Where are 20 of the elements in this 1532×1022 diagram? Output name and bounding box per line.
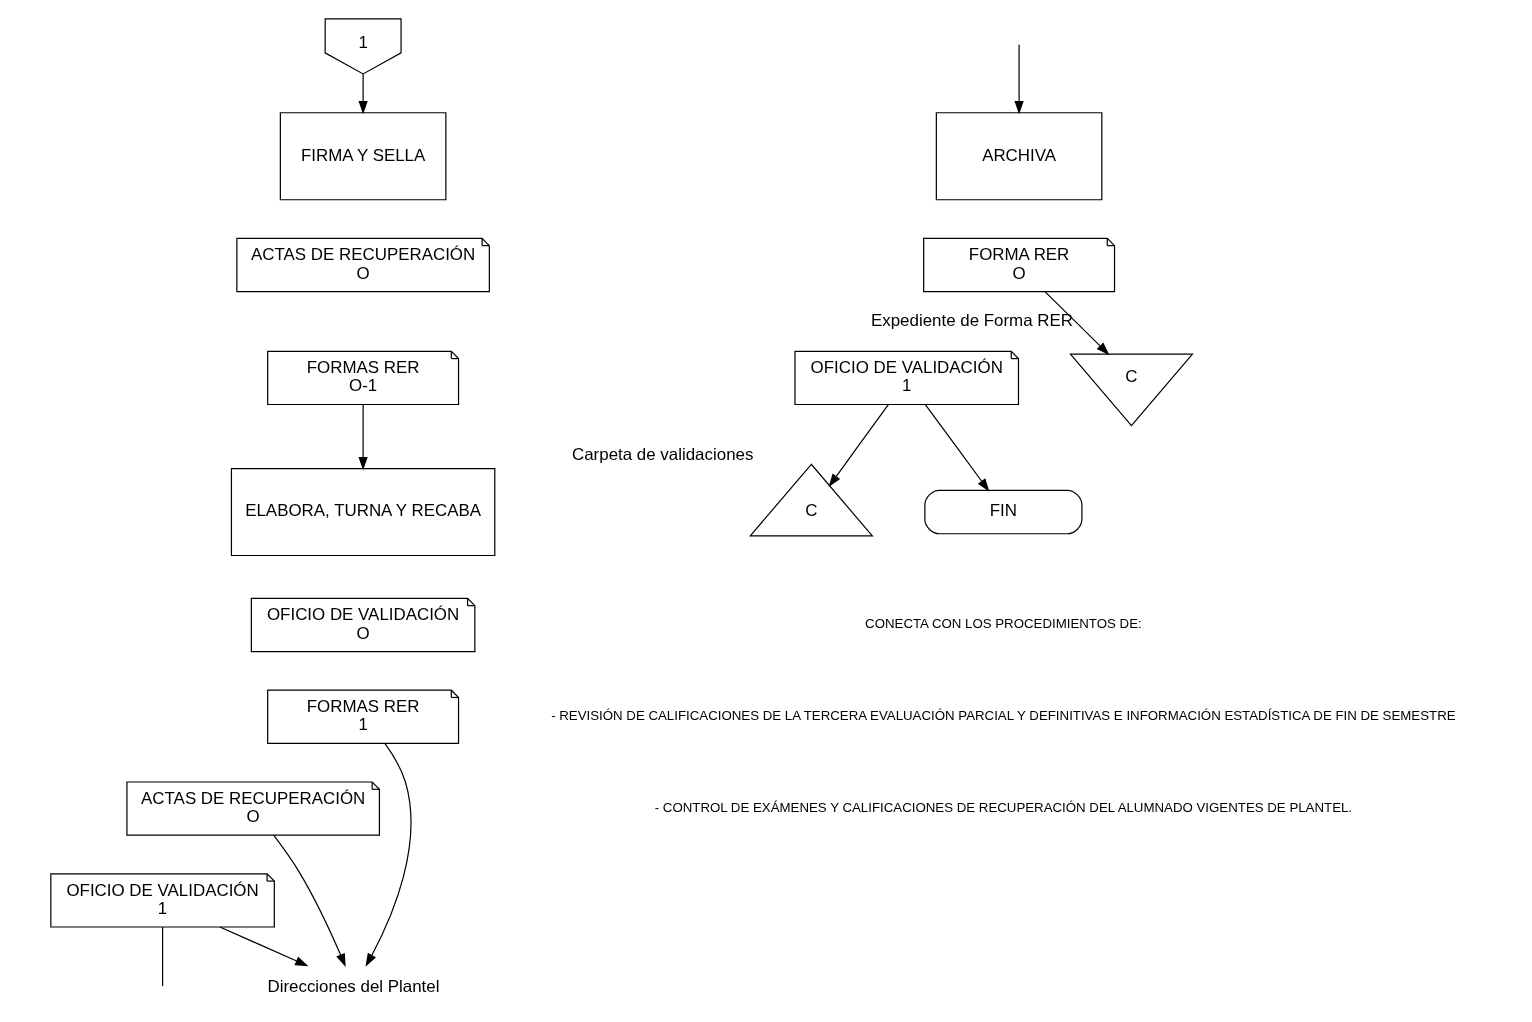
arrow <box>273 834 346 967</box>
arrow <box>358 403 368 471</box>
arrow <box>1014 44 1024 115</box>
label: CONECTA CON LOS PROCEDIMIENTOS DE: <box>865 616 1142 632</box>
arrow <box>365 743 412 967</box>
arrow <box>828 403 889 487</box>
node-box: ARCHIVA <box>935 112 1103 201</box>
arrow <box>219 926 309 967</box>
node-box: FIRMA Y SELLA <box>279 112 447 201</box>
node-box: ELABORA, TURNA Y RECABA <box>230 467 496 557</box>
arrow <box>358 73 368 115</box>
label: - REVISIÓN DE CALIFICACIONES DE LA TERCERA EVALUACIÓN PARCIAL Y DEFINITIVAS E INFORMACIÓN ESTADÍSTICA DE FIN DE SEMESTRE <box>551 708 1456 724</box>
node-label: Expediente de Forma RER <box>870 310 1073 330</box>
connector <box>161 926 164 987</box>
node-label: Carpeta de validaciones <box>572 444 754 464</box>
arrow <box>924 403 990 492</box>
arrow <box>1044 291 1110 356</box>
node-box: FIN <box>924 489 1083 535</box>
node-text: Direcciones del Plantel <box>267 976 440 996</box>
label: - CONTROL DE EXÁMENES Y CALIFICACIONES DE RECUPERACIÓN DEL ALUMNADO VIGENTES DE PLANTEL. <box>654 799 1353 815</box>
